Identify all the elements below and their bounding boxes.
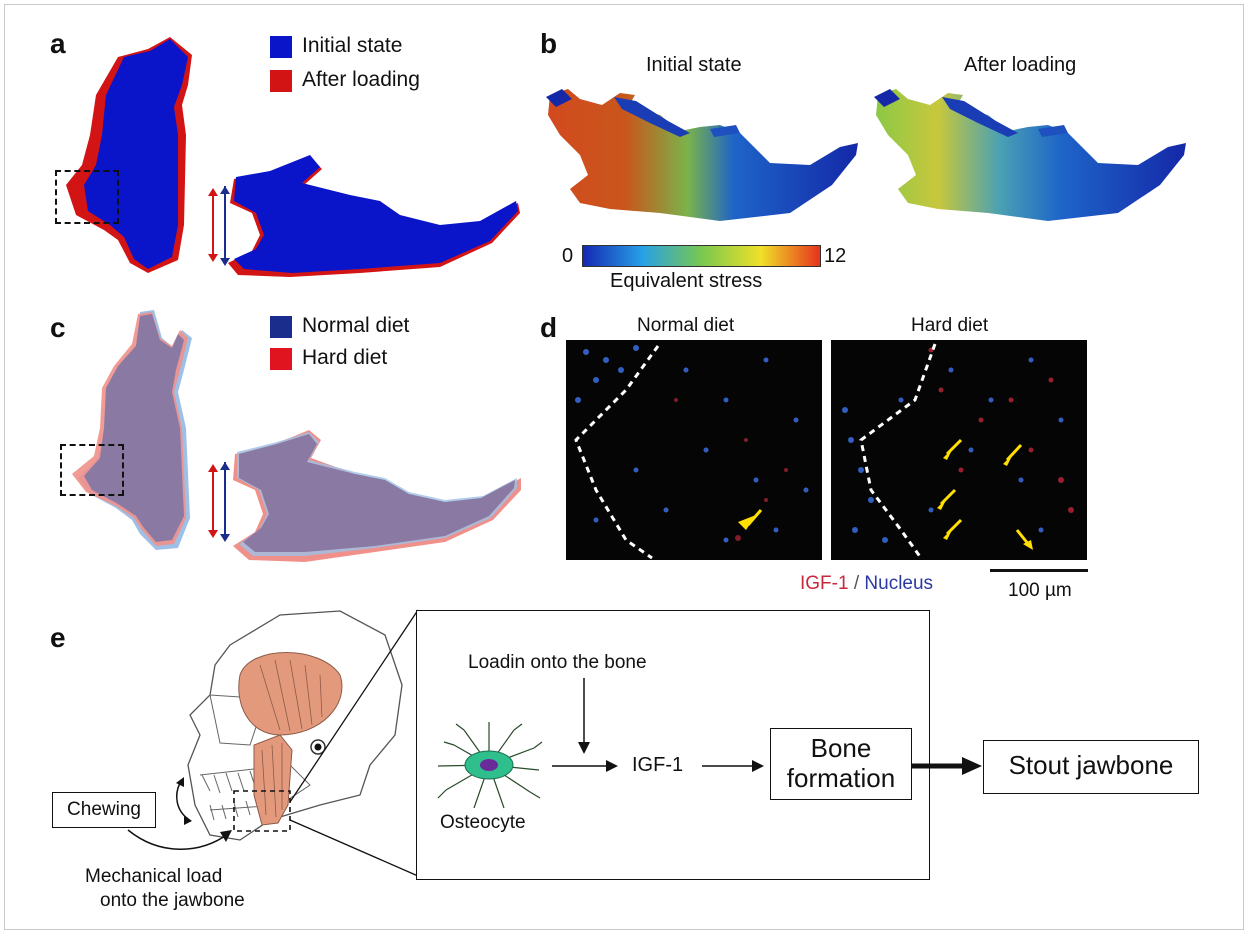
stain-legend: IGF-1 / Nucleus [800, 573, 933, 595]
micrograph-normal [566, 340, 822, 560]
bone-formation-line1: Bone [810, 733, 872, 763]
colorbar-max: 12 [824, 245, 847, 267]
legend-label-normal: Normal diet [302, 314, 410, 337]
legend-swatch-hard [270, 348, 292, 370]
panel-b-title-after: After loading [964, 54, 1077, 76]
stain-legend-separator: / [848, 573, 865, 594]
arrow-to-bone-formation [702, 760, 764, 772]
legend-label-after: After loading [302, 68, 420, 91]
panel-d-letter: d [540, 312, 558, 343]
scalebar-label: 100 µm [1008, 580, 1072, 601]
legend-label-initial: Initial state [302, 34, 403, 57]
figure-frame [4, 4, 1244, 930]
bone-formation-box: Bone formation [770, 728, 912, 800]
stout-jawbone-label: Stout jawbone [1008, 750, 1174, 780]
colorbar [582, 245, 821, 267]
panel-b-title-initial: Initial state [646, 54, 742, 76]
panel-b-letter: b [540, 28, 558, 59]
panel-d-title-normal: Normal diet [637, 315, 735, 336]
panel-a-jaw-side-view [228, 155, 520, 277]
chewing-label: Chewing [67, 799, 141, 820]
osteocyte-icon [437, 722, 543, 809]
colorbar-label: Equivalent stress [610, 270, 763, 292]
mechanical-load-line1: Mechanical load [85, 866, 223, 887]
zoom-connector-lines [289, 609, 419, 877]
legend-label-hard: Hard diet [302, 346, 388, 369]
stain-legend-igf: IGF-1 [800, 573, 849, 594]
legend-swatch-initial [270, 36, 292, 58]
mechanical-load-line2: onto the jawbone [100, 890, 245, 911]
colorbar-min: 0 [562, 245, 574, 267]
panel-c-letter: c [50, 312, 66, 343]
loading-arrow [578, 678, 590, 754]
loading-label: Loadin onto the bone [468, 652, 647, 673]
micrograph-hard [831, 340, 1087, 560]
mechanical-load-arrow [127, 829, 232, 850]
panel-d-title-hard: Hard diet [911, 315, 989, 336]
panel-c-height-arrows [208, 462, 230, 542]
skull-illustration [175, 610, 403, 841]
panel-c-zoom-box [60, 444, 124, 496]
stain-legend-nucleus: Nucleus [864, 573, 934, 594]
bone-formation-line2: formation [786, 763, 896, 793]
scalebar-line [990, 569, 1088, 572]
panel-a-height-arrows [208, 186, 230, 266]
panel-a-jaw-front-view [66, 37, 192, 273]
panel-c-jaw-front-view [72, 310, 192, 550]
chewing-box: Chewing [52, 792, 156, 828]
panel-b-stress-map-initial [546, 89, 858, 221]
legend-swatch-normal [270, 316, 292, 338]
legend-swatch-after [270, 70, 292, 92]
panel-e-letter: e [50, 622, 66, 653]
arrow-to-igf [552, 760, 618, 772]
panel-b-stress-map-after [874, 89, 1186, 221]
arrow-to-stout-jawbone [912, 757, 982, 775]
igf-label: IGF-1 [632, 754, 684, 776]
panel-a-letter: a [50, 28, 66, 59]
panel-c-jaw-side-view [233, 430, 521, 562]
osteocyte-label: Osteocyte [440, 812, 526, 833]
stout-jawbone-box: Stout jawbone [983, 740, 1199, 794]
panel-a-zoom-box [55, 170, 119, 224]
